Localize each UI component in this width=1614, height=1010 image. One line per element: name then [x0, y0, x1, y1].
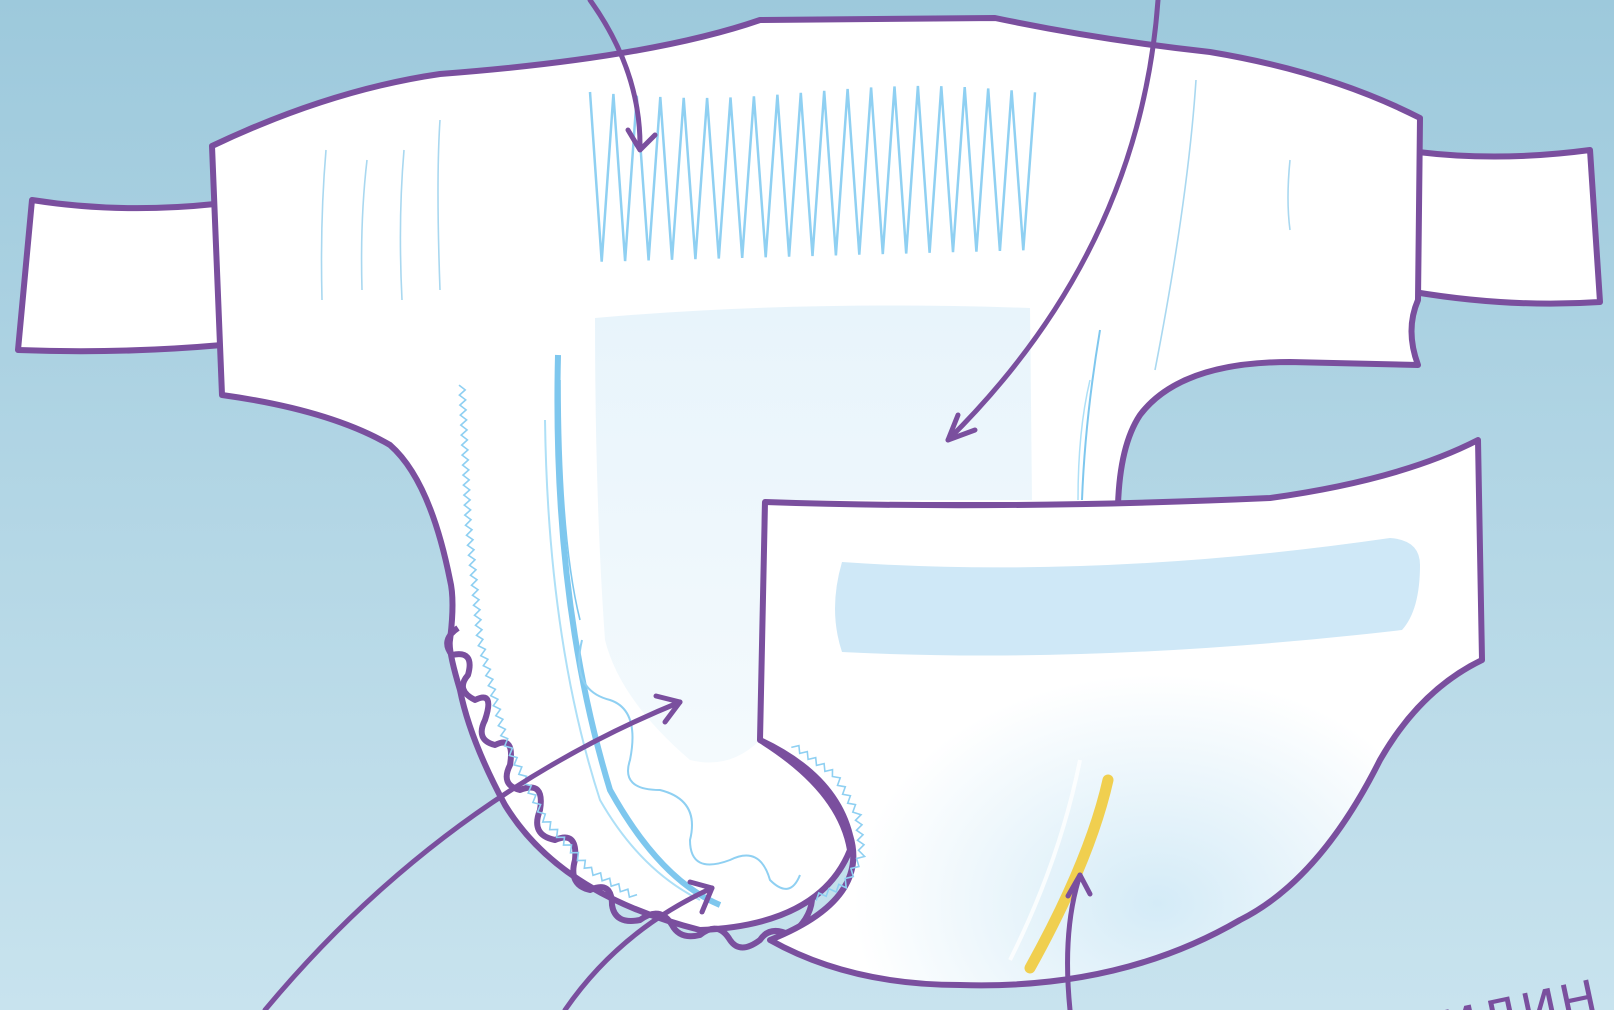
left-fastening-tab	[18, 200, 222, 351]
right-fastening-tab	[1414, 150, 1600, 304]
